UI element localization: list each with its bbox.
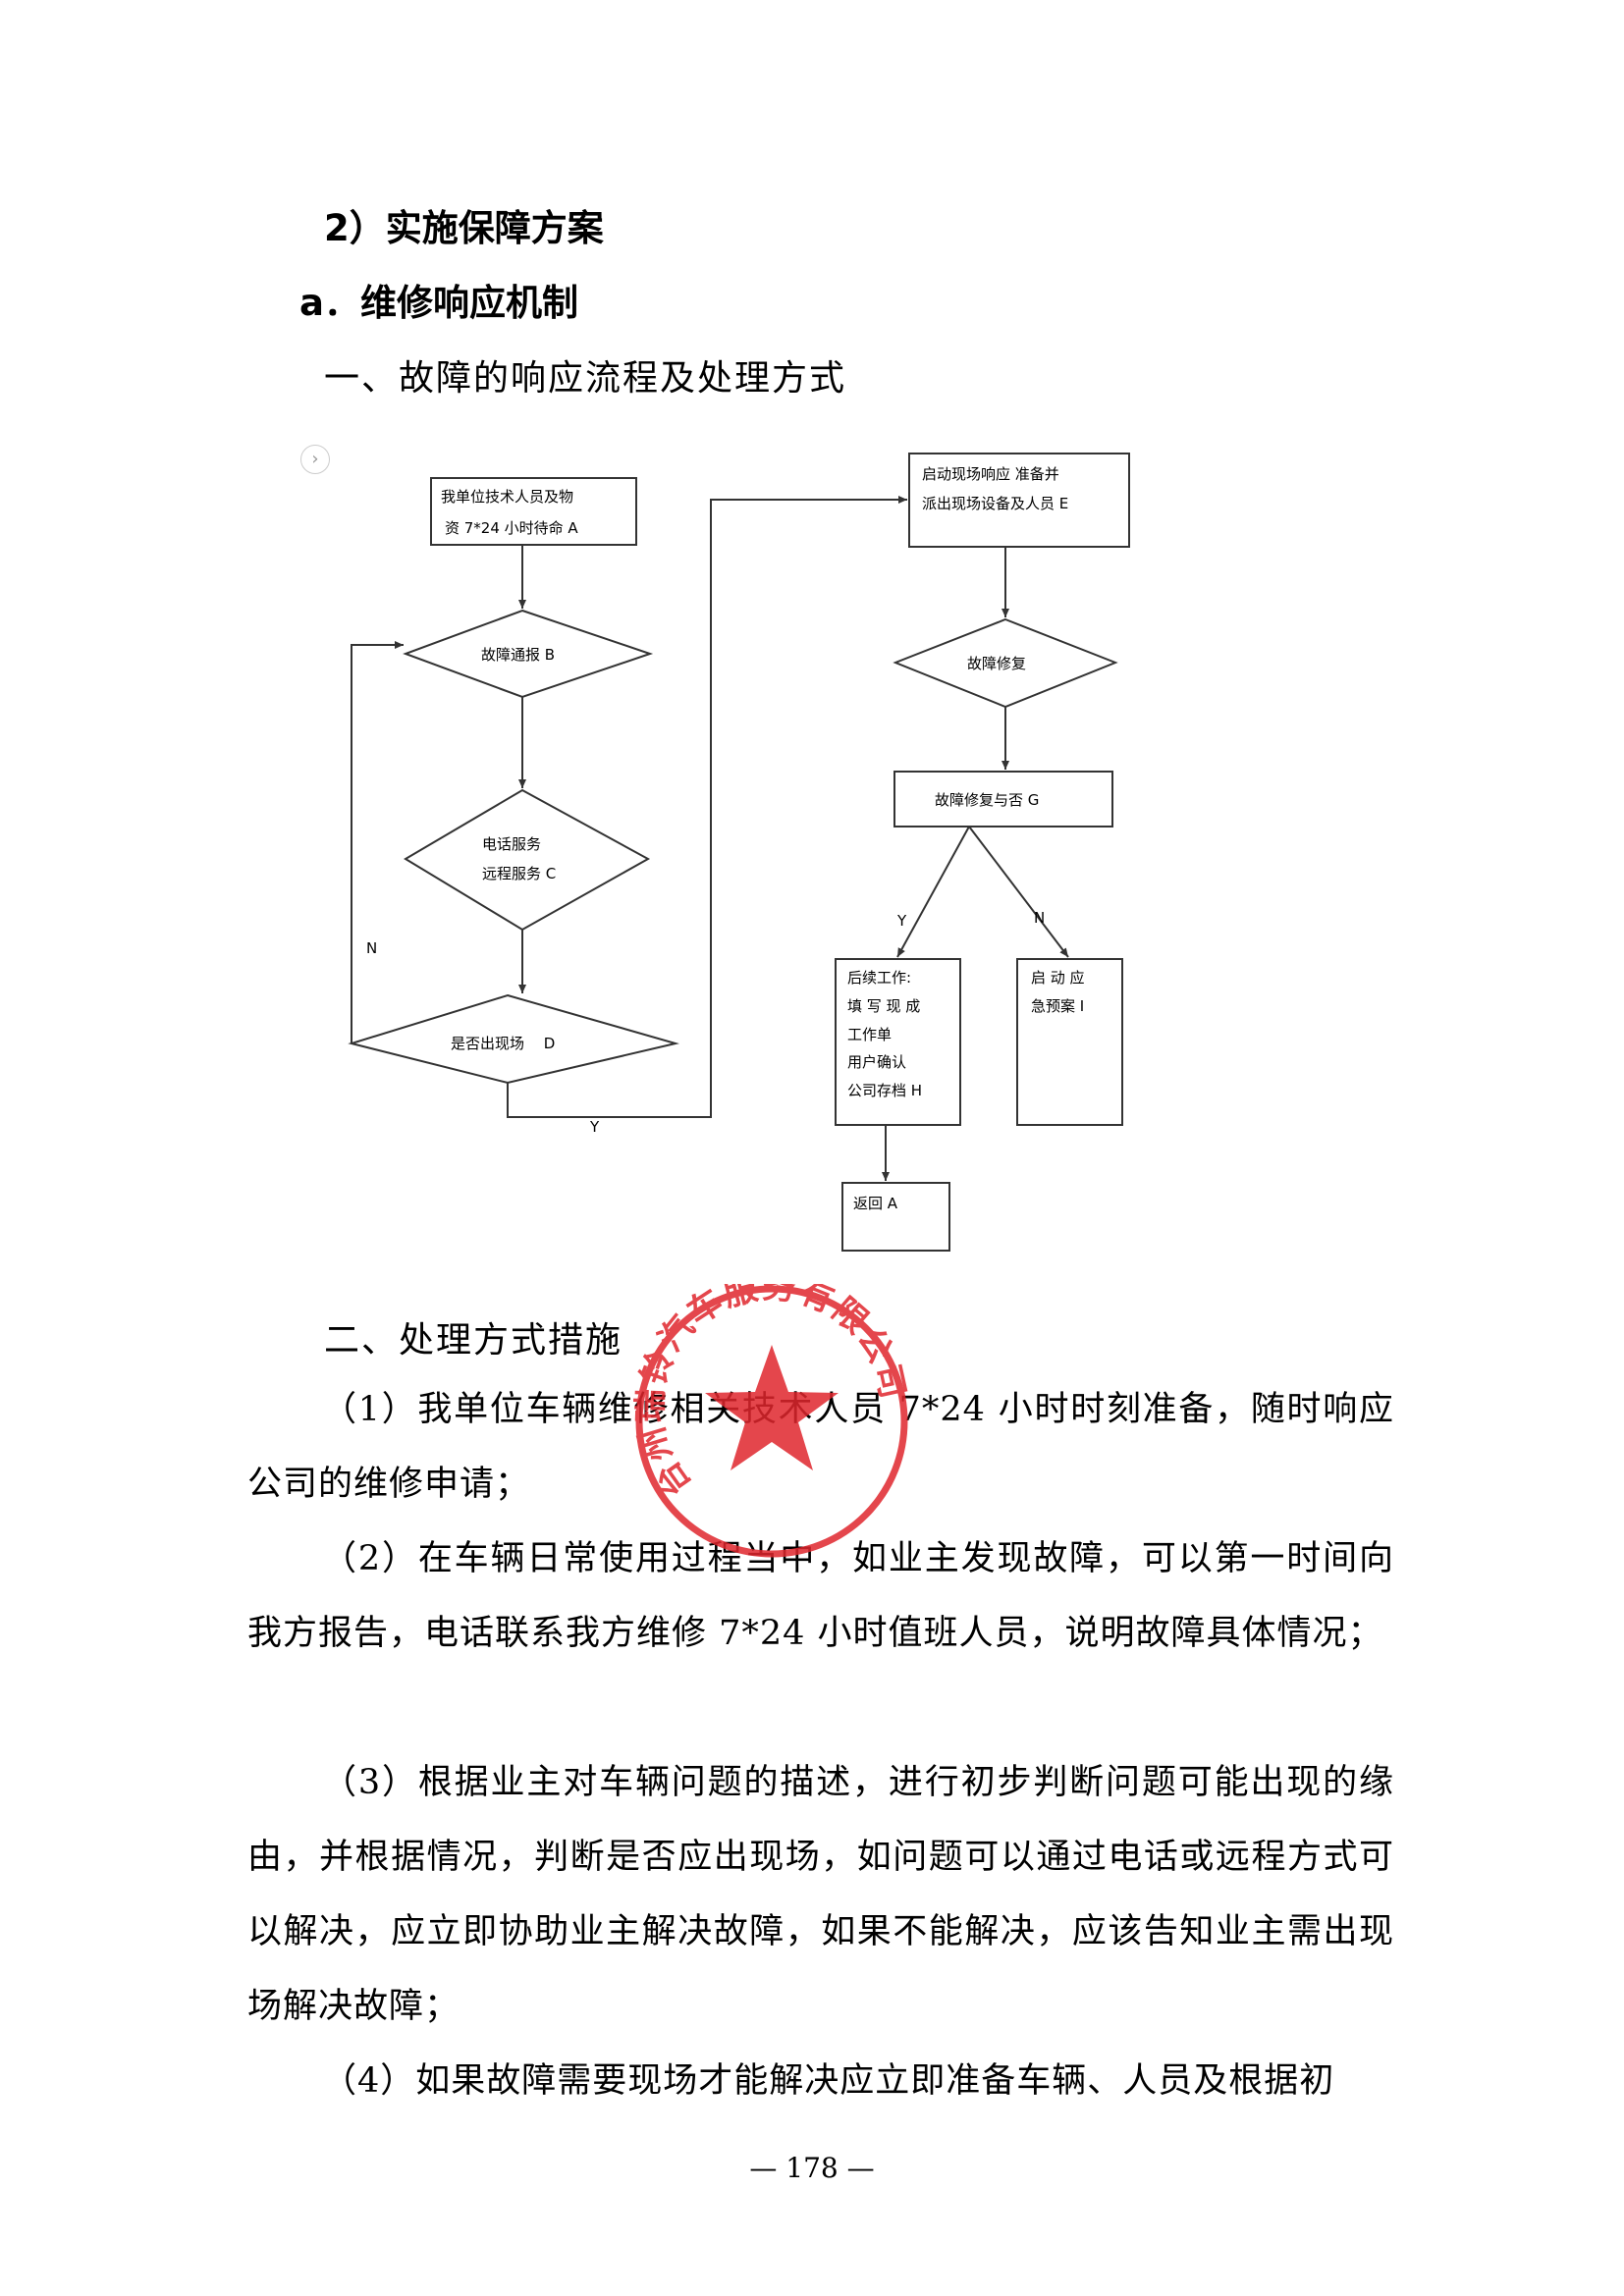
paragraph-3: （3）根据业主对车辆问题的描述，进行初步判断问题可能出现的缘由，并根据情况，判断… xyxy=(247,1763,1394,2026)
part2-heading: 二、处理方式措施 xyxy=(324,1320,623,1361)
label-n: N xyxy=(366,939,377,957)
diamond-c-line2: 远程服务 C xyxy=(482,865,556,882)
diamond-c-line1: 电话服务 xyxy=(482,835,541,853)
label-n2: N xyxy=(1034,909,1045,927)
label-y: Y xyxy=(896,912,907,930)
box-h-line2: 填 写 现 成 xyxy=(847,997,920,1015)
box-h-line4: 用户确认 xyxy=(847,1053,906,1071)
subsection-heading: a．维修响应机制 xyxy=(299,282,578,324)
box-a xyxy=(430,477,637,546)
paragraph-4: （4）如果故障需要现场才能解决应立即准备车辆、人员及根据初 xyxy=(322,2061,1335,2101)
box-return-label: 返回 A xyxy=(853,1195,898,1212)
diamond-d-label: 是否出现场 D xyxy=(451,1035,555,1052)
paragraph-2: （2）在车辆日常使用过程当中，如业主发现故障，可以第一时间向我方报告，电话联系我… xyxy=(247,1539,1394,1653)
box-e xyxy=(908,453,1130,548)
part1-heading: 一、故障的响应流程及处理方式 xyxy=(324,358,847,399)
box-e-line1: 启动现场响应 准备并 xyxy=(922,465,1059,483)
label-y-bottom: Y xyxy=(589,1118,600,1136)
box-i-line2: 急预案 I xyxy=(1031,997,1084,1015)
box-h-line5: 公司存档 H xyxy=(847,1082,922,1099)
box-i xyxy=(1016,958,1123,1126)
box-g-label: 故障修复与否 G xyxy=(935,791,1039,809)
company-seal: 台州瑞铃汽车服务有限公司 xyxy=(631,1284,911,1558)
box-h-line1: 后续工作: xyxy=(847,969,911,987)
box-h xyxy=(835,958,961,1126)
paragraph-1: （1）我单位车辆维修相关技术人员 7*24 小时时刻准备，随时响应公司的维修申请… xyxy=(247,1390,1394,1504)
box-return xyxy=(841,1182,950,1252)
diamond-c xyxy=(404,788,651,932)
box-i-line1: 启 动 应 xyxy=(1031,969,1085,987)
diamond-b-label: 故障通报 B xyxy=(481,646,555,664)
section-heading: 2）实施保障方案 xyxy=(324,207,604,249)
box-h-line3: 工作单 xyxy=(847,1026,892,1043)
diamond-f-label: 故障修复 xyxy=(967,655,1026,672)
seal-star xyxy=(705,1345,839,1470)
box-a-line1: 我单位技术人员及物 xyxy=(441,488,573,506)
box-g xyxy=(893,771,1113,828)
response-flowchart: 我单位技术人员及物 资 7*24 小时待命 A 故障通报 B 电话服务 远程服务… xyxy=(348,453,1130,1252)
box-e-line2: 派出现场设备及人员 E xyxy=(922,495,1068,512)
box-a-line2: 资 7*24 小时待命 A xyxy=(445,519,578,537)
page-number: — 178 — xyxy=(749,2152,875,2184)
expand-icon[interactable]: › xyxy=(300,445,330,474)
